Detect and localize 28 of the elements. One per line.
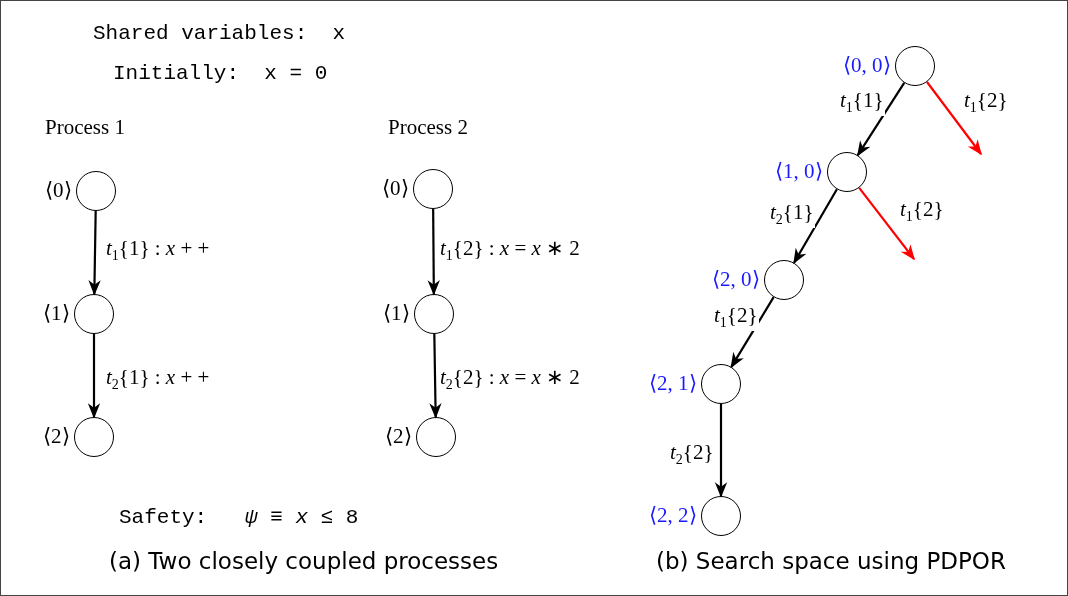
arrow (87, 334, 101, 419)
arrow (793, 188, 838, 265)
state-label: ⟨2⟩ (385, 426, 412, 447)
state-label: ⟨2, 2⟩ (649, 505, 697, 526)
arrow (856, 82, 906, 157)
arrow (858, 187, 915, 261)
panel-caption: (a) Two closely coupled processes (109, 550, 499, 573)
arrow (714, 404, 728, 498)
code-text: Initially: x = 0 (113, 63, 328, 84)
code-text: Safety: ψ ≡ x ≤ 8 (119, 507, 359, 528)
arrow (926, 81, 982, 156)
state-label: ⟨2, 1⟩ (649, 373, 697, 394)
panel-caption: (b) Search space using PDPOR (656, 550, 1006, 573)
arrow (730, 296, 775, 369)
state-label: ⟨0⟩ (382, 178, 409, 199)
state-label: ⟨2⟩ (43, 426, 70, 447)
state-label: ⟨0, 0⟩ (843, 55, 891, 76)
arrow (427, 209, 440, 296)
arrow (88, 211, 101, 296)
state-label: ⟨1, 0⟩ (775, 161, 823, 182)
code-text: Shared variables: x (93, 23, 346, 44)
state-label: ⟨0⟩ (45, 180, 72, 201)
process-heading: Process 1 (45, 117, 125, 138)
arrow (429, 334, 442, 419)
state-label: ⟨1⟩ (383, 303, 410, 324)
state-label: ⟨2, 0⟩ (712, 269, 760, 290)
state-label: ⟨1⟩ (43, 303, 70, 324)
process-heading: Process 2 (388, 117, 468, 138)
